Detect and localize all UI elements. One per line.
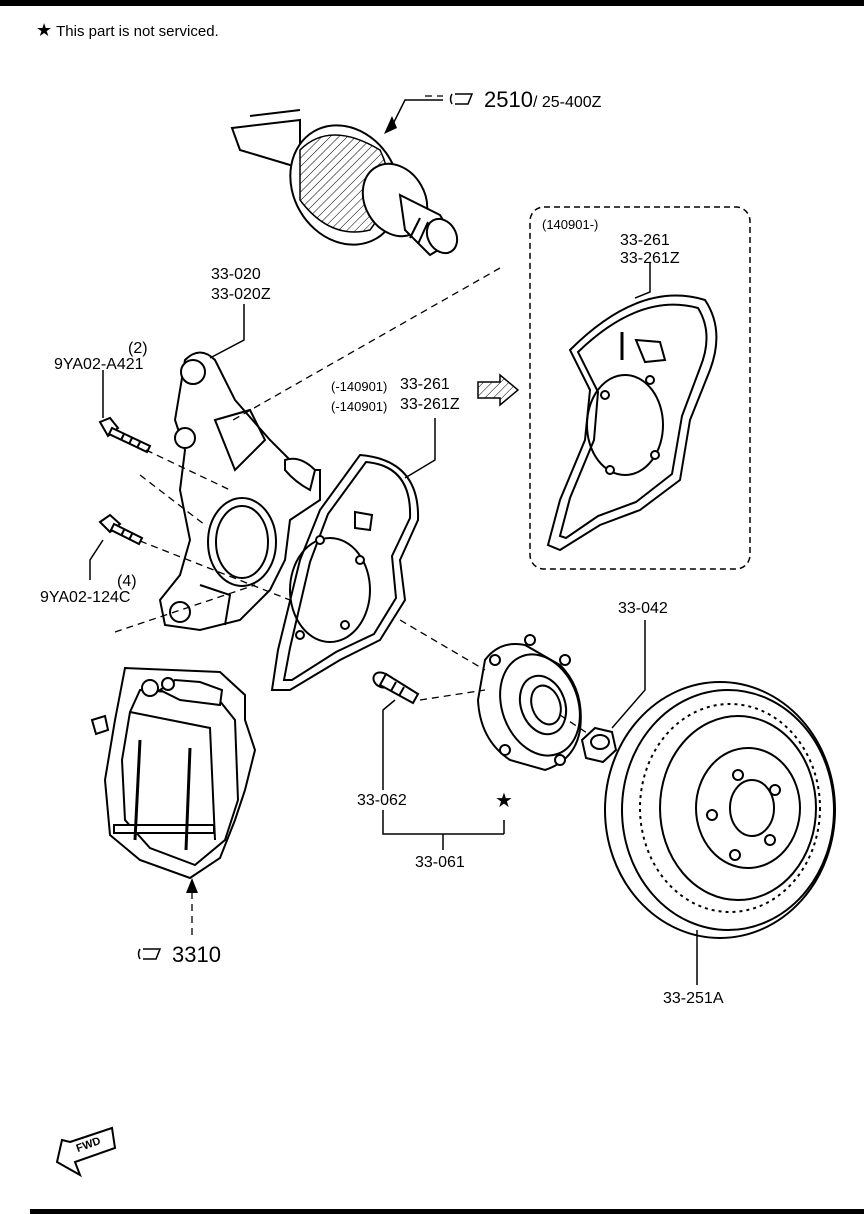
wheel-hub-illustration xyxy=(476,634,582,772)
label-hub-assembly[interactable]: 33-061 xyxy=(415,854,465,871)
caliper-ref[interactable]: 3310 xyxy=(136,943,221,967)
note-text: This part is not serviced. xyxy=(56,23,219,40)
bottom-border xyxy=(30,1209,864,1214)
label-bolt2-qty: (4) xyxy=(117,573,137,590)
label-shield-new[interactable]: 33-261 xyxy=(620,232,670,249)
label-knuckle-z[interactable]: 33-020Z xyxy=(211,286,271,303)
label-bolt1-qty: (2) xyxy=(128,340,148,357)
knuckle-bolt-upper xyxy=(98,416,152,454)
label-bolt1[interactable]: 9YA02-A421 xyxy=(54,356,144,373)
label-rotor[interactable]: 33-251A xyxy=(663,990,724,1007)
top-border xyxy=(0,0,864,6)
drive-shaft-illustration xyxy=(230,109,459,257)
leader-lines xyxy=(89,99,698,985)
label-shield-old-date-z: (-140901) xyxy=(331,399,388,414)
reference-page-icon xyxy=(137,948,162,960)
new-shield-inset-frame xyxy=(529,206,751,570)
fwd-arrow-icon xyxy=(55,1126,117,1178)
driveshaft-ref[interactable]: 2510/ 25-400Z xyxy=(448,88,601,115)
driveshaft-arrow xyxy=(384,116,397,134)
hub-bolt-illustration xyxy=(372,671,420,705)
steering-knuckle-illustration xyxy=(158,351,321,632)
driveshaft-ref-sub: / 25-400Z xyxy=(532,94,602,111)
label-shield-old-z[interactable]: 33-261Z xyxy=(400,396,460,413)
label-shield-old-date: (-140901) xyxy=(331,379,388,394)
dust-shield-old-illustration xyxy=(270,453,420,691)
hub-star-icon: ★ xyxy=(495,790,513,812)
assembly-guide-lines xyxy=(114,95,591,935)
brake-caliper-illustration xyxy=(90,666,257,880)
label-hub-bolt[interactable]: 33-062 xyxy=(357,792,407,809)
caliper-arrow xyxy=(186,878,198,893)
dust-shield-new-illustration xyxy=(546,294,718,552)
label-shield-new-z[interactable]: 33-261Z xyxy=(620,250,680,267)
label-shield-new-date: (140901-) xyxy=(542,217,599,232)
label-bolt2[interactable]: 9YA02-124C xyxy=(40,589,131,606)
brake-rotor-illustration xyxy=(604,681,836,939)
hub-nut-illustration xyxy=(580,726,618,764)
label-shield-old[interactable]: 33-261 xyxy=(400,376,450,393)
star-icon: ★ xyxy=(36,20,53,40)
driveshaft-ref-main: 2510 xyxy=(484,87,533,112)
knuckle-bolt-lower xyxy=(98,513,144,546)
supersession-arrow xyxy=(477,373,520,407)
not-serviced-note: ★This part is not serviced. xyxy=(36,20,219,42)
label-nut[interactable]: 33-042 xyxy=(618,600,668,617)
reference-page-icon xyxy=(449,93,474,105)
caliper-ref-main: 3310 xyxy=(172,942,221,967)
label-knuckle[interactable]: 33-020 xyxy=(211,266,261,283)
